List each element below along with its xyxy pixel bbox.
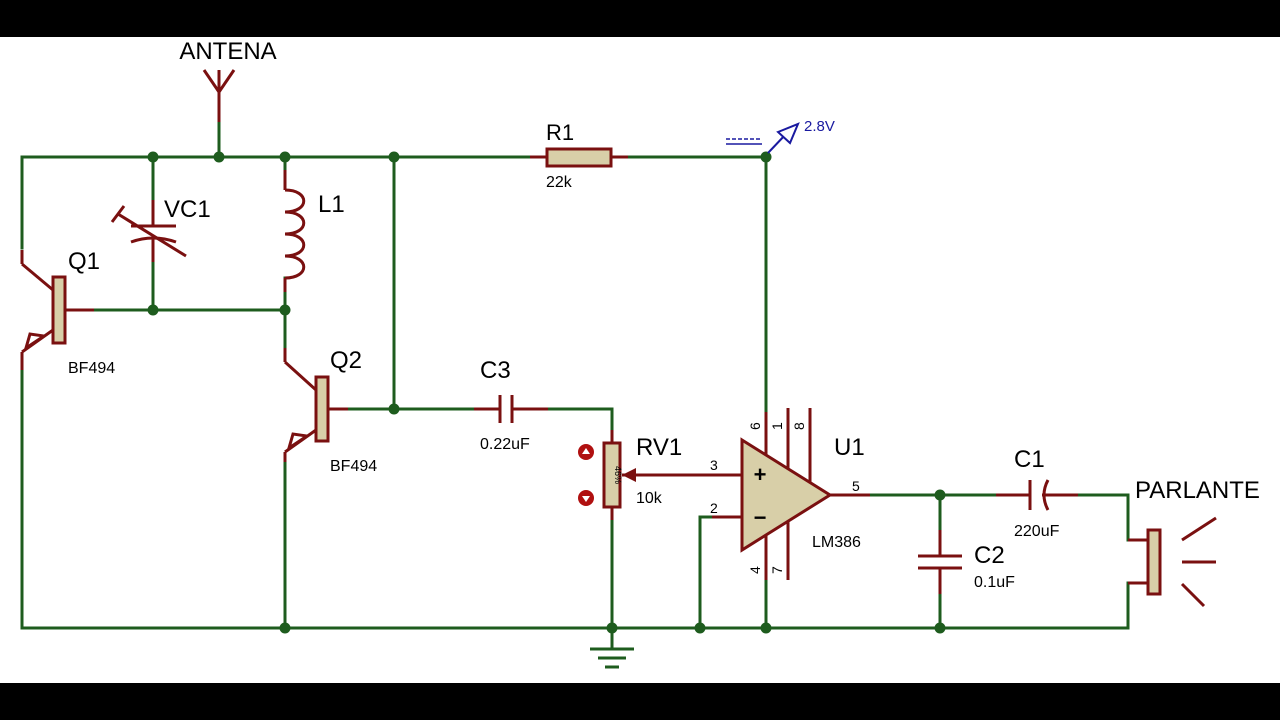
probe-voltage: 2.8V: [804, 118, 835, 135]
c1-value: 220uF: [1014, 523, 1060, 540]
pin-7: 7: [769, 566, 785, 574]
junction-dot: [147, 151, 159, 163]
opamp-plus-sign: +: [754, 462, 767, 487]
arrow-up-icon: [582, 448, 590, 454]
pin-3: 3: [710, 457, 718, 473]
ground-symbol: [590, 647, 634, 669]
junction-dot: [279, 304, 291, 316]
variable-capacitor-vc1[interactable]: [110, 200, 187, 262]
inductor-l1[interactable]: [283, 170, 306, 292]
junction-dot: [279, 622, 291, 634]
arrow-down-icon: [582, 496, 590, 502]
resistor-r1[interactable]: [530, 147, 628, 168]
capacitor-c2[interactable]: [918, 530, 962, 594]
speaker-symbol[interactable]: [1128, 516, 1217, 608]
c1-ref: C1: [1014, 446, 1045, 473]
q1-ref: Q1: [68, 248, 100, 275]
capacitor-c1[interactable]: [996, 479, 1078, 511]
junction-dot: [694, 622, 706, 634]
antenna-symbol[interactable]: [202, 69, 236, 122]
potentiometer-rv1[interactable]: [578, 430, 712, 520]
pin-1: 1: [769, 422, 785, 430]
junction-dot: [213, 151, 225, 163]
q2-value: BF494: [330, 458, 377, 475]
capacitor-c3[interactable]: [474, 395, 548, 423]
resistor-body: [545, 147, 613, 168]
c2-value: 0.1uF: [974, 574, 1015, 591]
rv1-ref: RV1: [636, 434, 682, 461]
junction-dot: [606, 622, 618, 634]
junction-dot: [388, 403, 400, 415]
opamp-minus-sign: −: [754, 505, 767, 530]
c3-ref: C3: [480, 357, 511, 384]
c3-value: 0.22uF: [480, 436, 530, 453]
r1-ref: R1: [546, 120, 574, 145]
junction-dot: [147, 304, 159, 316]
amplifier-u1[interactable]: [712, 408, 870, 580]
q1-value: BF494: [68, 360, 115, 377]
speaker-label: PARLANTE: [1135, 477, 1260, 504]
q2-ref: Q2: [330, 347, 362, 374]
junction-dot: [760, 622, 772, 634]
junction-dot: [934, 489, 946, 501]
vc1-ref: VC1: [164, 196, 211, 223]
junctions: [147, 151, 946, 634]
l1-ref: L1: [318, 191, 345, 218]
rv1-percent: 46%: [613, 466, 623, 484]
junction-dot: [279, 151, 291, 163]
antenna-label: ANTENA: [179, 38, 276, 65]
pin-2: 2: [710, 500, 718, 516]
pin-5: 5: [852, 478, 860, 494]
pin-8: 8: [791, 422, 807, 430]
potentiometer-body: [602, 441, 622, 509]
junction-dot: [388, 151, 400, 163]
u1-value: LM386: [812, 534, 861, 551]
rv1-value: 10k: [636, 490, 663, 507]
transistor-q1[interactable]: [20, 250, 94, 370]
junction-dot: [934, 622, 946, 634]
r1-value: 22k: [546, 174, 573, 191]
voltage-probe[interactable]: [726, 122, 800, 154]
c2-ref: C2: [974, 542, 1005, 569]
pin-6: 6: [747, 422, 763, 430]
u1-ref: U1: [834, 434, 865, 461]
sheet-background: [0, 37, 1280, 683]
pin-4: 4: [747, 566, 763, 574]
transistor-q2[interactable]: [283, 348, 348, 462]
junction-dot: [760, 151, 772, 163]
